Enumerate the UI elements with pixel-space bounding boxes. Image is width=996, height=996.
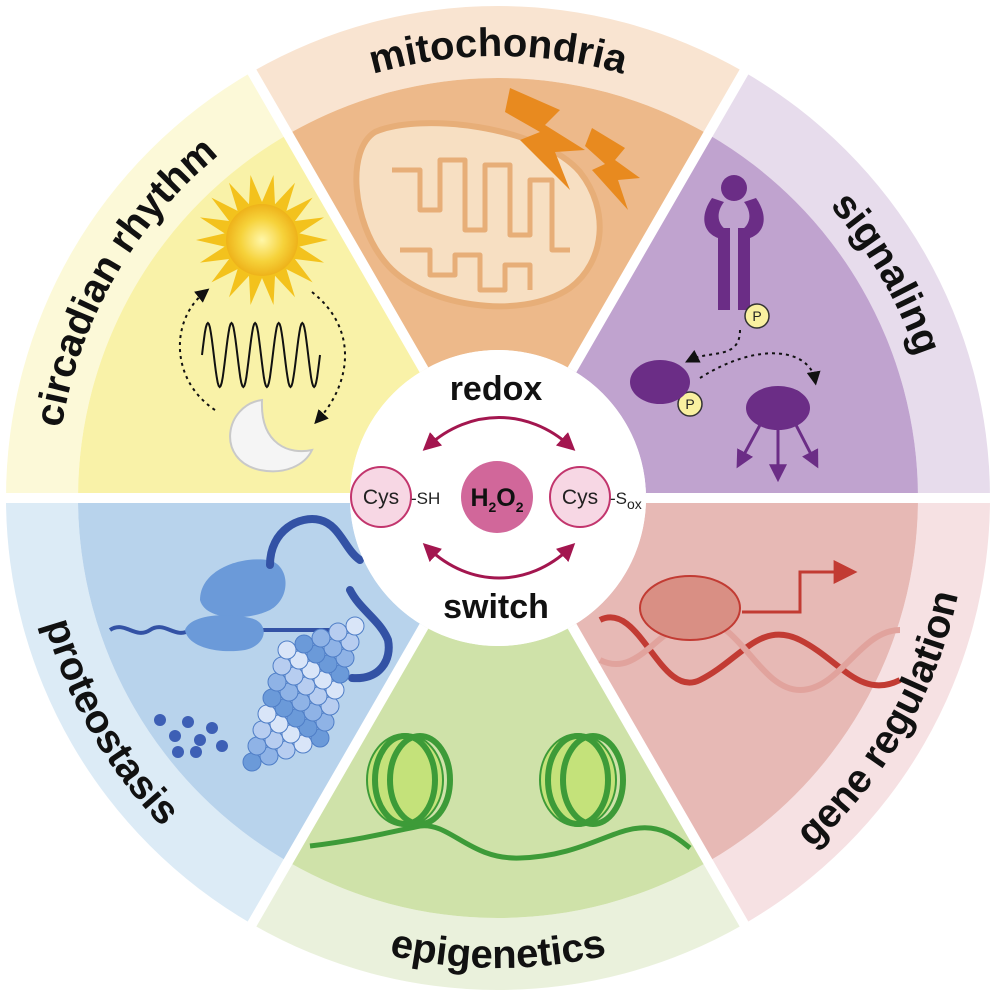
switch-label: switch (443, 588, 549, 626)
energy-bolt-icon (505, 88, 640, 210)
receptor-icon (704, 175, 764, 310)
sector-inner-epigenetics (288, 626, 708, 918)
svg-text:P: P (752, 308, 761, 324)
upper-switch-arrow (422, 416, 576, 451)
lower-switch-arrow (422, 543, 576, 580)
proteasome-icon (242, 616, 365, 772)
cys-oxidized-circle (549, 466, 611, 528)
sector-divider (567, 65, 751, 373)
circadian-wave (201, 321, 321, 389)
redox-label: redox (450, 370, 543, 408)
cycle-arrows (178, 288, 346, 425)
peptide-fragments-icon (154, 714, 228, 758)
mitochondrion-icon (353, 120, 603, 310)
cys-reduced-circle (350, 466, 412, 528)
sector-divider (245, 623, 429, 931)
svg-text:P: P (685, 396, 694, 412)
sector-outer-proteostasis (6, 498, 288, 925)
thiol-group: -SH (411, 489, 440, 508)
sector-outer-epigenetics (252, 861, 744, 990)
transcription-factor-icon (639, 575, 741, 641)
phosphate-icon: P (677, 391, 703, 417)
sector-divider (245, 65, 429, 373)
dna-helix-icon (598, 614, 902, 694)
kinase-icon (630, 360, 810, 430)
output-arrows (736, 424, 819, 483)
sector-outer-signaling (708, 71, 990, 499)
nascent-peptide (266, 515, 393, 683)
sun-icon (196, 175, 328, 305)
ribosome-icon (185, 559, 286, 652)
oxidized-group: -Sox (610, 489, 642, 512)
sector-divider (567, 623, 751, 931)
phosphate-icon: P (744, 303, 770, 329)
chromatin-strand (309, 823, 692, 861)
sector-outer-circadian-rhythm (6, 71, 288, 499)
transcription-arrow (742, 560, 858, 614)
sector-outer-gene-regulation (708, 498, 990, 925)
sector-outer-mitochondria (252, 5, 744, 135)
h2o2-circle (461, 461, 533, 533)
nucleosome-icon (366, 733, 626, 827)
cys-oxidized-label: Cys (562, 486, 598, 509)
h2o2-formula: H2O2 (470, 484, 523, 515)
moon-icon (229, 398, 314, 473)
signal-arrows (684, 329, 821, 386)
cys-reduced-label: Cys (363, 486, 399, 509)
